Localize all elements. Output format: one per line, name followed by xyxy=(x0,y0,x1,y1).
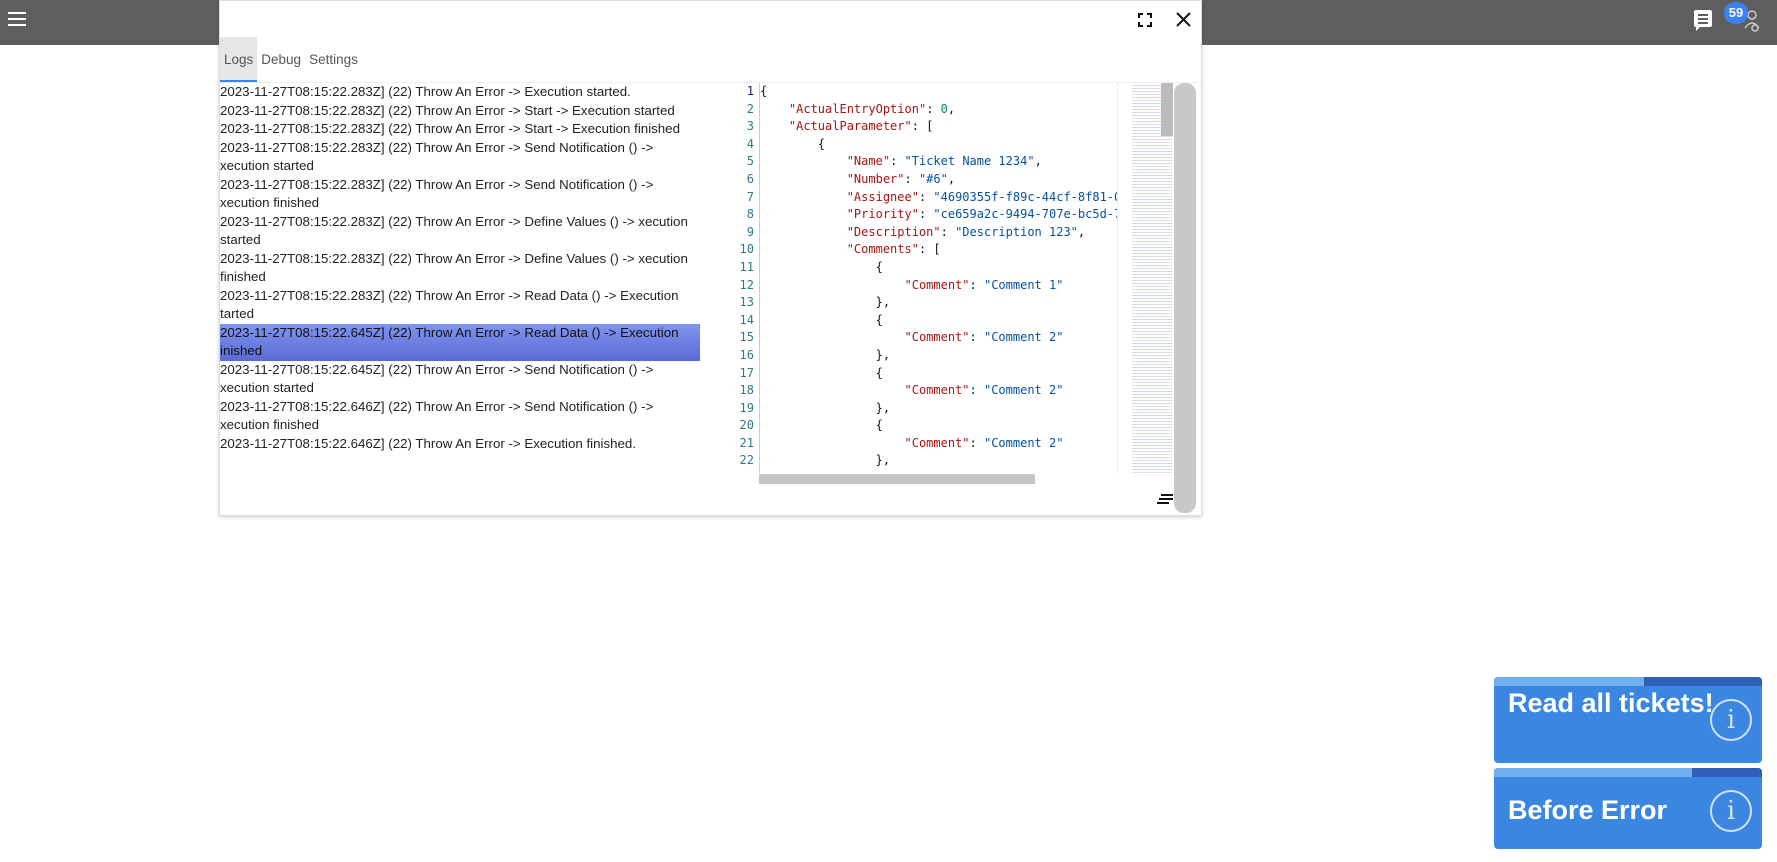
code-line: { xyxy=(760,418,883,433)
code-line: "Description": "Description 123", xyxy=(846,224,1086,239)
code-line: "Assignee": "4690355f-f89c-44cf-8f81-0d xyxy=(846,189,1117,204)
line-number: 11 xyxy=(739,259,754,274)
horizontal-scrollbar[interactable] xyxy=(759,474,1035,484)
toast-progress xyxy=(1494,768,1762,777)
log-entry[interactable]: 2023-11-27T08:15:22.283Z] (22) Throw An … xyxy=(220,287,679,322)
log-entry[interactable]: 2023-11-27T08:15:22.283Z] (22) Throw An … xyxy=(220,250,688,285)
line-number: 10 xyxy=(739,242,754,257)
code-line: }, xyxy=(760,400,891,415)
line-number: 18 xyxy=(739,383,754,398)
tab-debug[interactable]: Debug xyxy=(261,52,302,67)
tab-settings[interactable]: Settings xyxy=(309,52,358,67)
code-line: "ActualParameter": [ xyxy=(788,119,934,134)
line-number: 21 xyxy=(739,435,754,450)
fullscreen-icon[interactable] xyxy=(1138,13,1152,27)
code-line: { xyxy=(760,312,883,327)
line-number: 9 xyxy=(746,224,754,239)
chat-icon[interactable] xyxy=(1694,10,1712,31)
toast-progress xyxy=(1494,677,1762,686)
log-entry[interactable]: 2023-11-27T08:15:22.283Z] (22) Throw An … xyxy=(220,102,675,118)
minimap-slider[interactable] xyxy=(1161,83,1173,136)
line-number: 4 xyxy=(746,136,754,151)
line-number: 16 xyxy=(739,347,754,362)
code-line: { xyxy=(760,259,883,274)
code-line: }, xyxy=(760,295,891,310)
code-line: "Comment": "Comment 1" xyxy=(904,277,1064,292)
log-entry[interactable]: 2023-11-27T08:15:22.283Z] (22) Throw An … xyxy=(220,213,688,248)
line-number: 6 xyxy=(746,171,754,186)
code-line: "ActualEntryOption": 0, xyxy=(788,101,956,116)
line-number: 19 xyxy=(739,400,754,415)
divider xyxy=(220,82,1201,83)
line-number: 12 xyxy=(739,277,754,292)
toast-read-all-tickets[interactable]: Read all tickets! i xyxy=(1494,677,1762,763)
code-line: { xyxy=(760,365,883,380)
log-entry[interactable]: 2023-11-27T08:15:22.283Z] (22) Throw An … xyxy=(220,121,680,136)
toast-title: Read all tickets! xyxy=(1508,688,1714,718)
tab-bar: Logs Debug Settings xyxy=(220,37,362,82)
close-icon[interactable] xyxy=(1176,12,1191,27)
line-number: 8 xyxy=(746,207,754,222)
code-line: "Comments": [ xyxy=(846,242,941,257)
code-line: }, xyxy=(760,347,891,362)
log-entry[interactable]: 2023-11-27T08:15:22.645Z] (22) Throw An … xyxy=(220,361,654,396)
json-editor[interactable]: { "ActualEntryOption": 0, "ActualParamet… xyxy=(759,83,1117,473)
line-number: 1 xyxy=(746,84,754,98)
line-number: 13 xyxy=(739,295,754,310)
line-number: 2 xyxy=(746,101,754,116)
code-line: "Comment": "Comment 2" xyxy=(904,330,1064,345)
log-entry[interactable]: 2023-11-27T08:15:22.645Z] (22) Throw An … xyxy=(220,323,700,361)
info-icon[interactable]: i xyxy=(1710,790,1752,832)
code-line: "Comment": "Comment 2" xyxy=(904,435,1064,450)
log-entry[interactable]: 2023-11-27T08:15:22.283Z] (22) Throw An … xyxy=(220,139,654,174)
menu-icon[interactable] xyxy=(8,12,26,26)
notification-badge[interactable]: 59 xyxy=(1724,2,1748,24)
vertical-scrollbar[interactable] xyxy=(1174,83,1196,513)
tab-logs[interactable]: Logs xyxy=(220,37,258,82)
log-list: 2023-11-27T08:15:22.283Z] (22) Throw An … xyxy=(220,83,700,453)
code-line: }, xyxy=(760,453,891,468)
log-dialog: Logs Debug Settings 2023-11-27T08:15:22.… xyxy=(219,0,1202,516)
code-line: "Name": "Ticket Name 1234", xyxy=(846,154,1042,169)
log-entry[interactable]: 2023-11-27T08:15:22.646Z] (22) Throw An … xyxy=(220,398,654,433)
line-number: 22 xyxy=(739,453,754,468)
log-entry[interactable]: 2023-11-27T08:15:22.646Z] (22) Throw An … xyxy=(220,435,637,451)
line-number: 17 xyxy=(739,365,754,380)
code-line: { xyxy=(760,136,826,151)
log-entry[interactable]: 2023-11-27T08:15:22.283Z] (22) Throw An … xyxy=(220,176,654,211)
line-number: 15 xyxy=(739,330,754,345)
line-number: 3 xyxy=(746,119,754,134)
code-line: "Number": "#6", xyxy=(846,171,956,186)
code-line: "Priority": "ce659a2c-9494-707e-bc5d-70 xyxy=(846,207,1117,222)
toast-before-error[interactable]: Before Error i xyxy=(1494,768,1762,849)
line-number: 5 xyxy=(746,154,754,169)
word-wrap-icon[interactable] xyxy=(1157,494,1173,506)
minimap[interactable] xyxy=(1117,83,1173,473)
user-settings-icon[interactable] xyxy=(1742,8,1760,32)
log-entry[interactable]: 2023-11-27T08:15:22.283Z] (22) Throw An … xyxy=(220,84,631,99)
code-line: "Comment": "Comment 2" xyxy=(904,383,1064,398)
code-line: { xyxy=(760,84,768,98)
toast-title: Before Error xyxy=(1508,795,1668,825)
line-number: 7 xyxy=(746,189,754,204)
line-number: 20 xyxy=(739,418,754,433)
line-number: 14 xyxy=(739,312,754,327)
info-icon[interactable]: i xyxy=(1710,699,1752,741)
